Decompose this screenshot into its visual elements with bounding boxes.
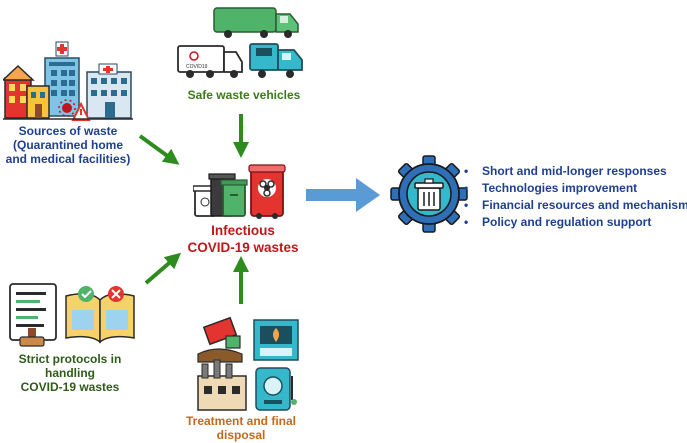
infectious-wastes-label: Infectious COVID-19 wastes <box>168 222 318 256</box>
treatment-line2: disposal <box>216 428 266 442</box>
response-item: • Policy and regulation support <box>464 214 687 231</box>
response-item: • Technologies improvement <box>464 180 687 197</box>
arrow-protocols-to-wastes <box>144 252 182 285</box>
bullet-icon: • <box>464 181 469 195</box>
checklist-protocol-icon <box>9 283 135 347</box>
waste-bins-biohazard-icon <box>193 164 286 219</box>
arrow-sources-to-wastes <box>138 134 180 165</box>
bullet-icon: • <box>464 164 469 178</box>
responses-list: • Short and mid-longer responses • Technol… <box>464 163 687 231</box>
safe-waste-vehicles-label: Safe waste vehicles <box>187 88 301 102</box>
response-item-text: Technologies improvement <box>482 181 638 195</box>
center-line2: COVID-19 wastes <box>187 240 299 255</box>
treatment-disposal-label: Treatment and final disposal <box>176 414 306 442</box>
response-item: • Financial resources and mechanisms <box>464 197 687 214</box>
garbage-trucks-icon: COVID19 <box>177 7 303 78</box>
sources-of-waste-label: Sources of waste (Quarantined home and m… <box>0 124 136 166</box>
response-item-text: Financial resources and mechanisms <box>482 198 687 212</box>
response-item-text: Short and mid-longer responses <box>482 164 667 178</box>
response-item: • Short and mid-longer responses <box>464 163 687 180</box>
protocols-line1: Strict protocols in handling <box>18 352 122 380</box>
treatment-line1: Treatment and final <box>185 414 297 428</box>
sources-line2: (Quarantined home <box>12 138 123 152</box>
sources-line3: and medical facilities) <box>5 152 131 166</box>
protocols-line2: COVID-19 wastes <box>20 380 120 394</box>
strict-protocols-label: Strict protocols in handling COVID-19 wa… <box>0 352 140 394</box>
arrow-wastes-to-responses <box>306 178 380 212</box>
disposal-facilities-icon <box>197 316 299 411</box>
bullet-icon: • <box>464 215 469 229</box>
sources-title: Sources of waste <box>18 124 118 138</box>
gear-trash-bin-icon <box>390 155 468 233</box>
response-item-text: Policy and regulation support <box>482 215 652 229</box>
center-line1: Infectious <box>211 223 275 238</box>
city-hospital-icon <box>3 41 133 121</box>
covid19-truck-text: COVID19 <box>186 64 208 70</box>
bullet-icon: • <box>464 198 469 212</box>
